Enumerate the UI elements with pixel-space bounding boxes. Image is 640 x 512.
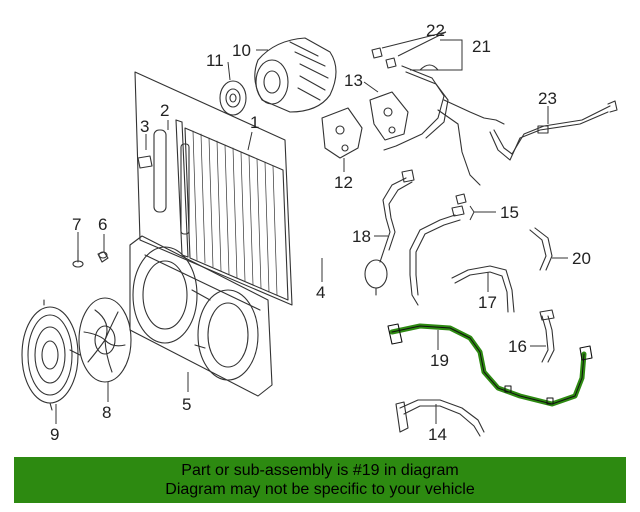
callout-1: 1 (250, 113, 259, 132)
callout-20: 20 (572, 249, 591, 268)
fan-motor (21, 299, 81, 411)
callout-11: 11 (206, 51, 224, 70)
compressor (254, 37, 337, 113)
hose-assembly-upper (371, 47, 505, 186)
callout-2: 2 (160, 101, 169, 120)
banner-line-2: Diagram may not be specific to your vehi… (165, 481, 475, 498)
callout-17: 17 (478, 293, 497, 312)
callout-10: 10 (232, 41, 251, 60)
condenser (134, 71, 293, 306)
callouts: 1 2 3 4 5 6 7 8 9 10 11 12 13 14 15 16 1… (50, 21, 591, 444)
bolt-7 (72, 249, 84, 268)
fan-blade (78, 297, 132, 383)
info-banner: Part or sub-assembly is #19 in diagram D… (14, 457, 626, 503)
hose-20 (529, 227, 553, 271)
banner-line-1: Part or sub-assembly is #19 in diagram (181, 462, 459, 479)
callout-14: 14 (428, 425, 447, 444)
callout-21: 21 (472, 37, 491, 56)
callout-6: 6 (98, 215, 107, 234)
hose-23 (489, 100, 618, 161)
callout-18: 18 (352, 227, 371, 246)
hose-14 (395, 399, 485, 437)
hose-17 (451, 265, 515, 313)
leader-lines (55, 31, 568, 424)
callout-13: 13 (344, 71, 363, 90)
receiver-drier (137, 129, 190, 235)
fan-shroud (129, 235, 273, 397)
callout-4: 4 (316, 283, 325, 302)
bracket-12 (321, 107, 363, 159)
callout-22: 22 (426, 21, 445, 40)
hose-19-highlighted (387, 323, 593, 407)
callout-12: 12 (334, 173, 353, 192)
bracket-13 (369, 91, 409, 141)
hose-16 (539, 309, 555, 363)
callout-19: 19 (430, 351, 449, 370)
hose-18 (364, 169, 415, 296)
callout-5: 5 (182, 395, 191, 414)
bolt-6 (97, 251, 109, 263)
hose-15 (409, 193, 467, 306)
parts-diagram: 1 2 3 4 5 6 7 8 9 10 11 12 13 14 15 16 1… (21, 21, 618, 444)
callout-8: 8 (102, 403, 111, 422)
callout-7: 7 (72, 215, 81, 234)
callout-16: 16 (508, 337, 527, 356)
clutch (219, 80, 247, 116)
callout-3: 3 (140, 117, 149, 136)
callout-9: 9 (50, 425, 59, 444)
callout-23: 23 (538, 89, 557, 108)
callout-15: 15 (500, 203, 519, 222)
